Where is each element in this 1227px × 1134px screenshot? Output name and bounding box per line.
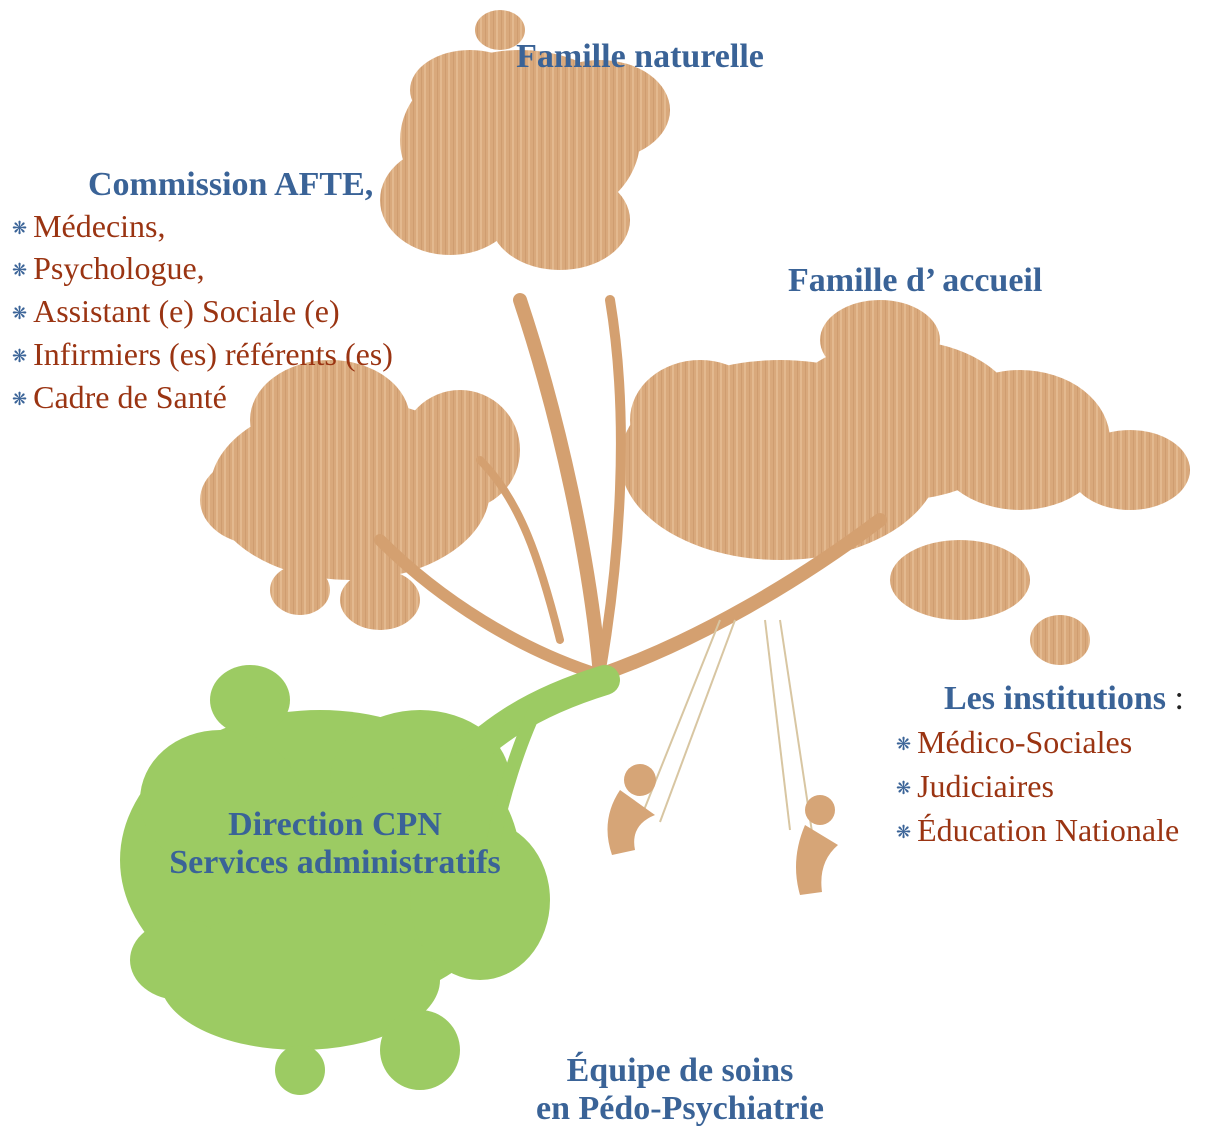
bullet-icon: ❋ xyxy=(12,389,28,409)
institutions-title: Les institutions : xyxy=(944,680,1184,717)
list-item: ❋Infirmiers (es) référents (es) xyxy=(12,336,393,372)
bullet-icon: ❋ xyxy=(896,778,912,798)
left-canopy xyxy=(200,360,520,630)
list-item: ❋Éducation Nationale xyxy=(896,812,1180,848)
top-canopy xyxy=(380,10,670,270)
list-item: ❋Médecins, xyxy=(12,208,166,244)
right-canopy xyxy=(620,300,1190,665)
bullet-icon: ❋ xyxy=(896,822,912,842)
famille-naturelle-label: Famille naturelle xyxy=(516,38,764,75)
commission-title: Commission AFTE, xyxy=(88,166,374,203)
list-item: ❋Psychologue, xyxy=(12,250,205,286)
brown-branches xyxy=(374,293,887,682)
equipe-label: Équipe de soins en Pédo-Psychiatrie xyxy=(536,1052,824,1128)
bullet-icon: ❋ xyxy=(12,218,28,238)
bullet-icon: ❋ xyxy=(12,260,28,280)
list-item: ❋Cadre de Santé xyxy=(12,379,227,415)
famille-accueil-label: Famille d’ accueil xyxy=(788,262,1043,299)
direction-label: Direction CPN Services administratifs xyxy=(169,806,501,882)
list-item: ❋Judiciaires xyxy=(896,768,1054,804)
bullet-icon: ❋ xyxy=(896,734,912,754)
bullet-icon: ❋ xyxy=(12,346,28,366)
swinging-children xyxy=(607,764,838,895)
bullet-icon: ❋ xyxy=(12,303,28,323)
green-branches xyxy=(324,665,620,867)
list-item: ❋Assistant (e) Sociale (e) xyxy=(12,293,340,329)
list-item: ❋Médico-Sociales xyxy=(896,724,1133,760)
